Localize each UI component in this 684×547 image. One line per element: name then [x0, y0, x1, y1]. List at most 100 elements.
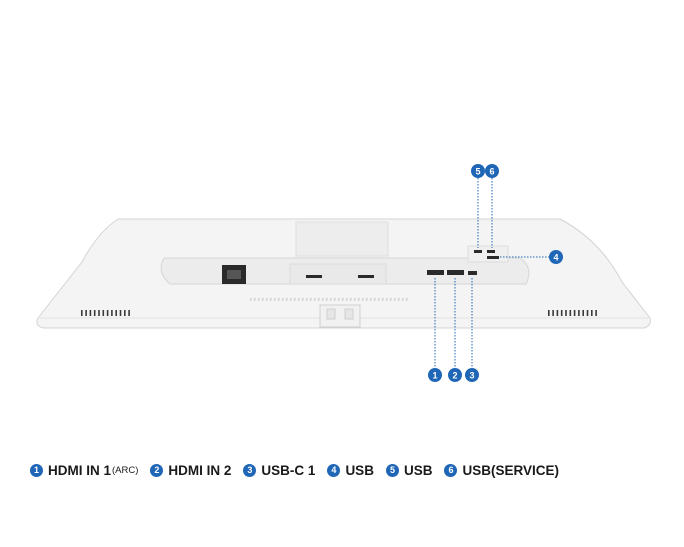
vent-slit [586, 310, 589, 316]
legend-badge-2: 2 [150, 463, 164, 477]
vent-slit [294, 298, 296, 301]
marker-2: 2 [448, 368, 462, 382]
vent-slit [250, 298, 252, 301]
legend-suffix-1: (ARC) [112, 464, 139, 476]
legend-item-usb-4: 4 USB [327, 463, 374, 478]
vent-slit [342, 298, 344, 301]
vent-slit [569, 310, 572, 316]
vent-slit [560, 310, 563, 316]
hdmi-in-2-port [447, 270, 464, 275]
vent-slit [306, 298, 308, 301]
svg-text:5: 5 [475, 167, 480, 177]
vent-slit [378, 298, 380, 301]
vent-slit [362, 298, 364, 301]
vent-center [250, 298, 408, 301]
vent-slit [310, 298, 312, 301]
vent-slit [358, 298, 360, 301]
marker-4: 4 [549, 250, 563, 264]
vent-slit [274, 298, 276, 301]
marker-6: 6 [485, 164, 499, 178]
vent-left [81, 310, 130, 316]
vent-slit [111, 310, 113, 316]
vent-slit [354, 298, 356, 301]
vent-slit [552, 310, 554, 316]
vent-slit [326, 298, 328, 301]
vent-slit [290, 298, 292, 301]
legend-badge-3: 3 [243, 463, 257, 477]
vent-slit [386, 298, 388, 301]
marker-3: 3 [465, 368, 479, 382]
svg-text:6: 6 [489, 167, 494, 177]
legend-item-usb-5: 5 USB [385, 462, 433, 478]
vent-slit [89, 310, 92, 316]
vent-slit [262, 298, 264, 301]
stand-clip-2 [344, 308, 354, 320]
vent-slit [298, 298, 300, 301]
vent-slit [374, 298, 376, 301]
vent-slit [370, 298, 372, 301]
legend-item-usb-service: 6 USB(SERVICE) [444, 463, 559, 478]
vent-slit [366, 298, 368, 301]
vent-slit [338, 298, 340, 301]
vent-slit [582, 310, 584, 316]
vent-slit [573, 310, 576, 316]
usb-port-6 [487, 250, 495, 253]
legend-label-3: USB-C 1 [261, 462, 316, 478]
legend-item-usb-c-1: 3 USB-C 1 [243, 463, 315, 478]
vent-slit [406, 298, 408, 301]
port-legend: 1 HDMI IN 1 (ARC) 2 HDMI IN 2 3 USB-C 1 … [30, 459, 571, 481]
usb-port-4 [487, 256, 499, 259]
vent-slit [398, 298, 400, 301]
legend-label-5: USB [403, 462, 433, 478]
vent-slit [119, 310, 122, 316]
vent-slit [565, 310, 567, 316]
vent-slit [346, 298, 348, 301]
vent-slit [278, 298, 280, 301]
vent-slit [556, 310, 559, 316]
vent-slit [578, 310, 580, 316]
legend-badge-4: 4 [327, 463, 341, 477]
vent-slit [330, 298, 332, 301]
usb-housing [467, 245, 509, 263]
vent-slit [390, 298, 392, 301]
vent-slit [128, 310, 130, 316]
svg-text:2: 2 [452, 371, 457, 381]
vent-slit [85, 310, 87, 316]
vent-slit [314, 298, 316, 301]
usb-c-port [468, 271, 477, 275]
vesa-mount-plate [295, 221, 389, 257]
vent-slit [595, 310, 597, 316]
vent-slit [266, 298, 268, 301]
vent-slit [382, 298, 384, 301]
vent-slit [81, 310, 83, 316]
vent-slit [394, 298, 396, 301]
legend-label-4: USB [345, 462, 374, 478]
vent-slit [102, 310, 105, 316]
vent-slit [115, 310, 117, 316]
svg-text:1: 1 [432, 371, 437, 381]
vent-slit [258, 298, 260, 301]
vent-slit [591, 310, 593, 316]
stand-neck [319, 304, 361, 328]
recess-slot-left [306, 275, 322, 278]
stand-clip [326, 308, 336, 320]
vent-slit [106, 310, 109, 316]
legend-item-hdmi-in-1: 1 HDMI IN 1 (ARC) [30, 463, 138, 478]
hdmi-in-1-port [427, 270, 444, 275]
legend-item-hdmi-in-2: 2 HDMI IN 2 [150, 463, 231, 478]
vent-slit [350, 298, 352, 301]
vent-slit [124, 310, 126, 316]
svg-text:4: 4 [553, 253, 558, 263]
vent-slit [254, 298, 256, 301]
vent-slit [334, 298, 336, 301]
legend-badge-1: 1 [30, 463, 43, 477]
vent-slit [402, 298, 404, 301]
marker-1: 1 [428, 368, 442, 382]
usb-port-5 [474, 250, 482, 253]
recess-slot-right [358, 275, 374, 278]
legend-label-1: HDMI IN 1 [48, 462, 112, 478]
stand-recess [289, 263, 387, 285]
vent-right [548, 310, 597, 316]
vent-slit [98, 310, 100, 316]
